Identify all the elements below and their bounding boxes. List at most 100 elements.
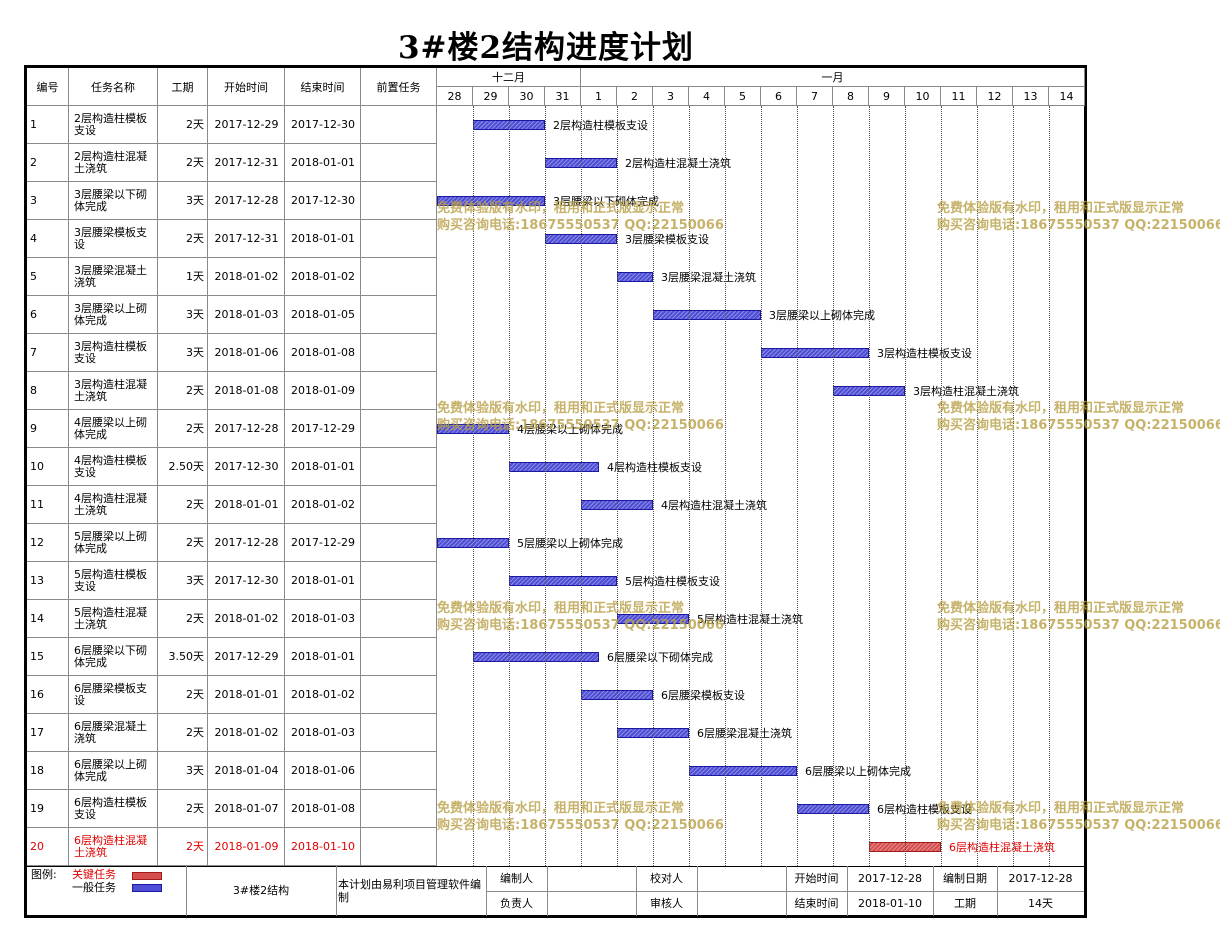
task-id: 13 <box>30 574 44 587</box>
task-name[interactable]: 4层构造柱混凝土浇筑 <box>74 492 147 517</box>
task-end: 2018-01-01 <box>291 460 355 473</box>
task-name[interactable]: 3层构造柱混凝土浇筑 <box>74 378 147 403</box>
task-name[interactable]: 3层腰梁混凝土浇筑 <box>74 264 147 289</box>
task-bar-label: 2层构造柱模板支设 <box>553 119 648 132</box>
day-header: 12 <box>977 87 1013 106</box>
task-name[interactable]: 4层构造柱模板支设 <box>74 454 147 479</box>
task-name[interactable]: 5层构造柱模板支设 <box>74 568 147 593</box>
legend-normal-label: 一般任务 <box>72 881 116 894</box>
task-bar[interactable] <box>689 766 797 776</box>
footer-made-date-label: 编制日期 <box>943 872 987 885</box>
row-divider <box>27 789 437 790</box>
watermark-text: 免费体验版有水印，租用和正式版显示正常购买咨询电话:18675550537 QQ… <box>437 200 724 234</box>
row-divider <box>27 257 437 258</box>
task-name[interactable]: 3层腰梁以上砌体完成 <box>74 302 147 327</box>
task-id: 6 <box>30 308 37 321</box>
task-name[interactable]: 6层腰梁以下砌体完成 <box>74 644 147 669</box>
task-duration: 3天 <box>186 194 204 207</box>
legend-critical-swatch <box>132 872 162 880</box>
task-name[interactable]: 4层腰梁以上砌体完成 <box>74 416 147 441</box>
task-bar-label: 2层构造柱混凝土浇筑 <box>625 157 731 170</box>
task-end: 2017-12-30 <box>291 194 355 207</box>
task-name[interactable]: 2层构造柱模板支设 <box>74 112 147 137</box>
task-duration: 3天 <box>186 346 204 359</box>
footer-project-name: 3#楼2结构 <box>232 884 290 897</box>
task-duration: 2天 <box>186 536 204 549</box>
task-name[interactable]: 5层腰梁以上砌体完成 <box>74 530 147 555</box>
column-header-name: 任务名称 <box>69 68 158 106</box>
column-header-duration: 工期 <box>158 68 208 106</box>
watermark-line2: 购买咨询电话:18675550537 QQ:22150066 <box>437 618 724 633</box>
task-bar-label: 3层腰梁以下砌体完成 <box>553 195 659 208</box>
task-duration: 2.50天 <box>168 460 205 473</box>
watermark-text: 免费体验版有水印，租用和正式版显示正常购买咨询电话:18675550537 QQ… <box>937 800 1220 834</box>
task-bar[interactable] <box>653 310 761 320</box>
task-bar[interactable] <box>509 576 617 586</box>
task-id: 17 <box>30 726 44 739</box>
footer-duration-value: 14天 <box>1028 897 1053 910</box>
task-bar-label: 5层腰梁以上砌体完成 <box>517 537 623 550</box>
task-end: 2018-01-05 <box>291 308 355 321</box>
task-duration: 2天 <box>186 422 204 435</box>
task-bar[interactable] <box>761 348 869 358</box>
watermark-line1: 免费体验版有水印，租用和正式版显示正常 <box>937 201 1185 216</box>
task-name[interactable]: 5层构造柱混凝土浇筑 <box>74 606 147 631</box>
task-bar-label: 4层腰梁以上砌体完成 <box>517 423 623 436</box>
month-header: 十二月 <box>437 68 581 87</box>
task-duration: 2天 <box>186 498 204 511</box>
footer-owner-value <box>547 891 636 916</box>
day-header: 4 <box>689 87 725 106</box>
task-end: 2017-12-30 <box>291 118 355 131</box>
task-bar[interactable] <box>437 196 545 206</box>
task-duration: 3天 <box>186 308 204 321</box>
watermark-line1: 免费体验版有水印，租用和正式版显示正常 <box>437 601 685 616</box>
task-bar-label: 4层构造柱混凝土浇筑 <box>661 499 767 512</box>
day-gridline <box>977 106 978 866</box>
footer-top-border <box>27 866 1084 867</box>
day-header: 7 <box>797 87 833 106</box>
task-bar[interactable] <box>617 272 653 282</box>
row-divider <box>27 447 437 448</box>
task-bar-label: 6层构造柱模板支设 <box>877 803 972 816</box>
column-header-id: 编号 <box>27 68 69 106</box>
task-name[interactable]: 6层腰梁以上砌体完成 <box>74 758 147 783</box>
task-name[interactable]: 6层构造柱模板支设 <box>74 796 147 821</box>
task-id: 20 <box>30 840 44 853</box>
task-bar-label: 5层构造柱混凝土浇筑 <box>697 613 803 626</box>
task-end: 2018-01-02 <box>291 688 355 701</box>
task-bar-label: 3层腰梁以上砌体完成 <box>769 309 875 322</box>
row-divider <box>27 713 437 714</box>
task-start: 2017-12-29 <box>214 118 279 131</box>
watermark-text: 免费体验版有水印，租用和正式版显示正常购买咨询电话:18675550537 QQ… <box>437 400 724 434</box>
watermark-line2: 购买咨询电话:18675550537 QQ:22150066 <box>937 218 1220 233</box>
task-duration: 2天 <box>186 118 204 131</box>
task-name[interactable]: 3层构造柱模板支设 <box>74 340 147 365</box>
row-divider <box>27 219 437 220</box>
task-duration: 2天 <box>186 688 204 701</box>
task-start: 2018-01-06 <box>214 346 279 359</box>
watermark-text: 免费体验版有水印，租用和正式版显示正常购买咨询电话:18675550537 QQ… <box>937 600 1220 634</box>
task-end: 2018-01-01 <box>291 574 355 587</box>
row-divider <box>27 523 437 524</box>
column-divider <box>360 68 361 866</box>
day-header: 2 <box>617 87 653 106</box>
day-gridline <box>1013 106 1014 866</box>
legend-normal-swatch <box>132 884 162 892</box>
task-name[interactable]: 3层腰梁模板支设 <box>74 226 147 251</box>
task-duration: 2天 <box>186 232 204 245</box>
task-id: 9 <box>30 422 37 435</box>
task-name[interactable]: 2层构造柱混凝土浇筑 <box>74 150 147 175</box>
task-duration: 2天 <box>186 802 204 815</box>
task-name[interactable]: 6层腰梁混凝土浇筑 <box>74 720 147 745</box>
task-end: 2017-12-29 <box>291 536 355 549</box>
task-name[interactable]: 6层腰梁模板支设 <box>74 682 147 707</box>
task-start: 2018-01-02 <box>214 612 279 625</box>
day-gridline <box>653 106 654 866</box>
task-bar[interactable] <box>509 462 599 472</box>
task-name[interactable]: 3层腰梁以下砌体完成 <box>74 188 147 213</box>
row-divider <box>27 865 437 866</box>
watermark-text: 免费体验版有水印，租用和正式版显示正常购买咨询电话:18675550537 QQ… <box>937 400 1220 434</box>
task-bar-label: 3层腰梁模板支设 <box>625 233 709 246</box>
task-id: 7 <box>30 346 37 359</box>
task-name[interactable]: 6层构造柱混凝土浇筑 <box>74 834 147 859</box>
